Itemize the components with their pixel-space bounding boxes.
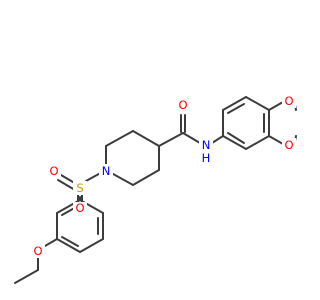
molecule-structure: O N H O O N S O O O bbox=[14, 94, 297, 284]
atom-n-piperidine: N bbox=[102, 164, 111, 178]
atom-o-carbonyl: O bbox=[178, 98, 187, 112]
atom-o-sulfonyl-bottom: O bbox=[75, 201, 84, 215]
atom-o-dioxane-bottom: O bbox=[284, 138, 293, 152]
atom-labels: O N H O O N S O O O bbox=[31, 94, 296, 258]
atom-h-amide: H bbox=[202, 151, 211, 165]
atom-n-amide: N bbox=[202, 138, 211, 152]
atom-o-ether: O bbox=[33, 244, 42, 258]
atom-s-sulfonyl: S bbox=[76, 181, 83, 195]
atom-o-sulfonyl-left: O bbox=[49, 164, 58, 178]
bond-lines bbox=[14, 96, 297, 284]
atom-o-dioxane-top: O bbox=[284, 94, 293, 108]
